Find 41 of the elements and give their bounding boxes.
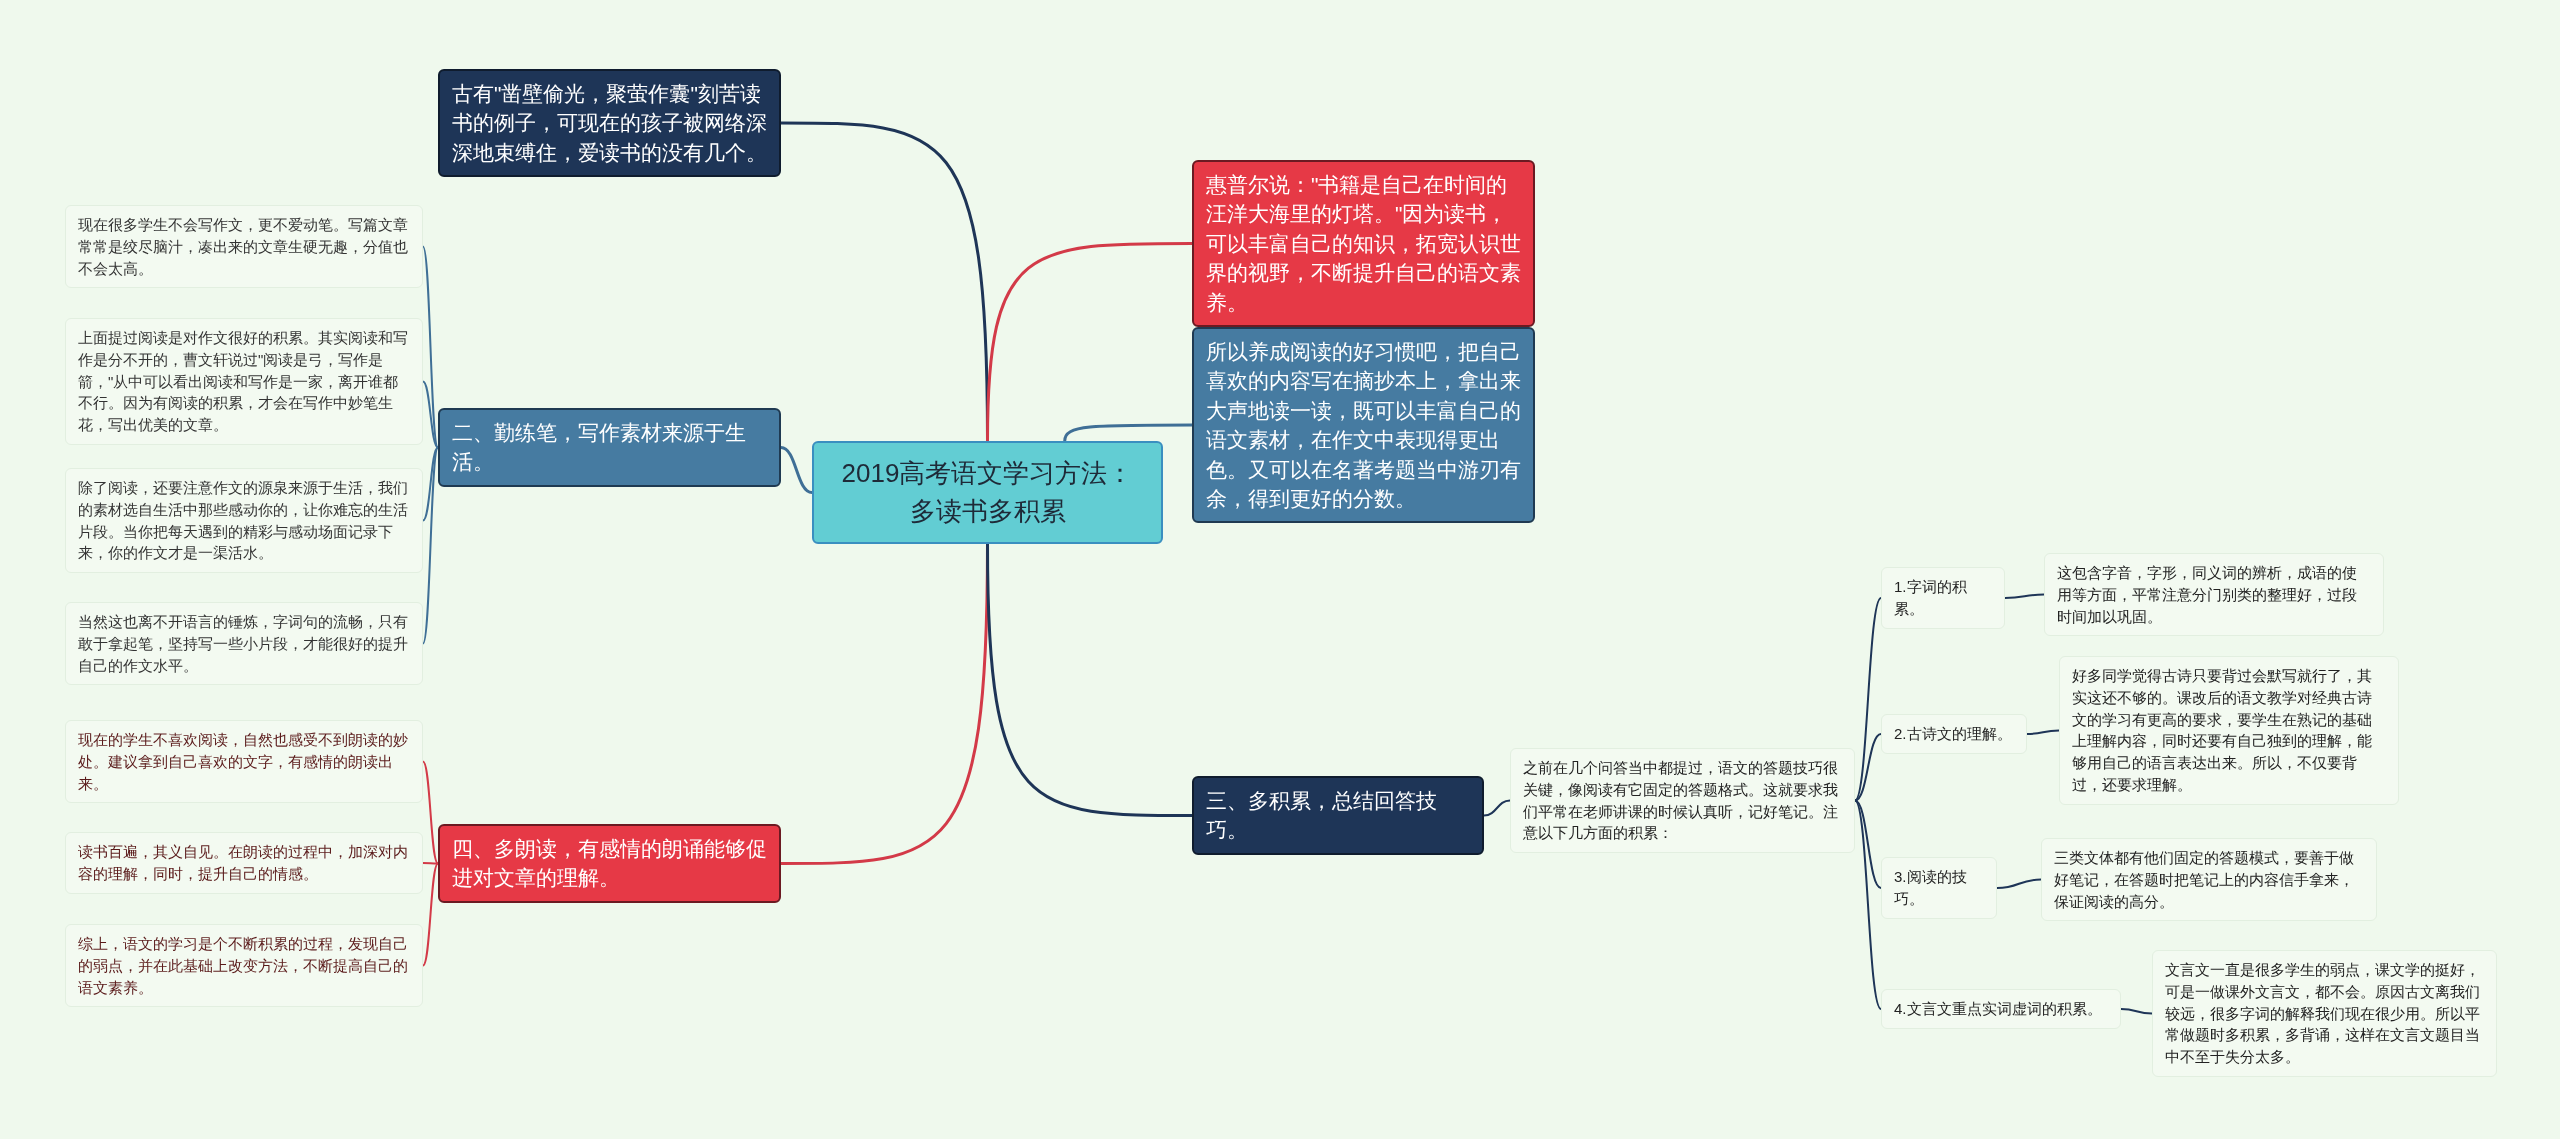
note-box: 之前在几个问答当中都提过，语文的答题技巧很关键，像阅读有它固定的答题格式。这就要求我们平常在老师讲课的时候认真听，记好笔记。注意以下几方面的积累：: [1510, 748, 1855, 853]
note-box: 现在的学生不喜欢阅读，自然也感受不到朗读的妙处。建议拿到自己喜欢的文字，有感情的朗读出来。: [65, 720, 423, 804]
connector-line: [2026, 729, 2060, 735]
note-box: 综上，语文的学习是个不断积累的过程，发现自己的弱点，并在此基础上改变方法，不断提高自己的语文素养。: [65, 924, 423, 1008]
connector-line: [2120, 1008, 2153, 1015]
connector-line: [422, 862, 439, 865]
connector-line: [1854, 733, 1882, 802]
topic-box: 四、多朗读，有感情的朗诵能够促进对文章的理解。: [438, 824, 781, 903]
connector-line: [1854, 597, 1882, 802]
connector-line: [1854, 799, 1882, 1010]
note-box: 这包含字音，字形，同义词的辨析，成语的使用等方面，平常注意分门别类的整理好，过段时间加以巩固。: [2044, 553, 2384, 637]
topic-box: 三、多积累，总结回答技巧。: [1192, 776, 1484, 855]
central-topic: 2019高考语文学习方法：多读书多积累: [812, 441, 1163, 545]
connector-line: [1996, 878, 2042, 889]
topic-box: 二、勤练笔，写作素材来源于生活。: [438, 408, 781, 487]
note-box: 现在很多学生不会写作文，更不爱动笔。写篇文章常常是绞尽脑汁，凑出来的文章生硬无趣，分值也不会太高。: [65, 205, 423, 289]
note-box: 三类文体都有他们固定的答题模式，要善于做好笔记，在答题时把笔记上的内容信手拿来，保证阅读的高分。: [2041, 838, 2377, 922]
note-box: 上面提过阅读是对作文很好的积累。其实阅读和写作是分不开的，曹文轩说过"阅读是弓，写作是箭，"从中可以看出阅读和写作是一家，离开谁都不行。因为有阅读的积累，才会在写作中妙笔生花，写出优美的文章。: [65, 318, 423, 445]
note-box: 除了阅读，还要注意作文的源泉来源于生活，我们的素材选自生活中那些感动你的，让你难忘的生活片段。当你把每天遇到的精彩与感动场面记录下来，你的作文才是一渠活水。: [65, 468, 423, 573]
note-box: 1.字词的积累。: [1881, 567, 2005, 629]
connector-line: [986, 242, 1192, 442]
connector-line: [2004, 593, 2045, 599]
note-box: 当然这也离不开语言的锤炼，字词句的流畅，只有敢于拿起笔，坚持写一些小片段，才能很好的提升自己的作文水平。: [65, 602, 423, 686]
note-box: 好多同学觉得古诗只要背过会默写就行了，其实这还不够的。课改后的语文教学对经典古诗文的学习有更高的要求，要学生在熟记的基础上理解内容，同时还要有自己独到的理解，能够用自己的语言表达出来。所以，不仅要背过，还要求理解。: [2059, 656, 2399, 805]
connector-line: [1063, 423, 1192, 442]
note-box: 读书百遍，其义自见。在朗读的过程中，加深对内容的理解，同时，提升自己的情感。: [65, 832, 423, 894]
connector-line: [986, 543, 1192, 817]
topic-box: 惠普尔说："书籍是自己在时间的汪洋大海里的灯塔。"因为读书，可以丰富自己的知识，拓宽认识世界的视野，不断提升自己的语文素养。: [1192, 160, 1535, 327]
note-box: 2.古诗文的理解。: [1881, 714, 2027, 754]
connector-line: [422, 862, 439, 967]
note-box: 3.阅读的技巧。: [1881, 857, 1997, 919]
connector-line: [1483, 799, 1511, 817]
connector-line: [1854, 799, 1882, 889]
topic-box: 古有"凿壁偷光，聚萤作囊"刻苦读书的例子，可现在的孩子被网络深深地束缚住，爱读书的没有几个。: [438, 69, 781, 178]
note-box: 4.文言文重点实词虚词的积累。: [1881, 989, 2121, 1029]
connector-line: [422, 760, 439, 865]
topic-box: 所以养成阅读的好习惯吧，把自己喜欢的内容写在摘抄本上，拿出来大声地读一读，既可以丰富自己的语文素材，在作文中表现得更出色。又可以在名著考题当中游刃有余，得到更好的分数。: [1192, 327, 1535, 524]
note-box: 文言文一直是很多学生的弱点，课文学的挺好，可是一做课外文言文，都不会。原因古文离我们较远，很多字词的解释我们现在很少用。所以平常做题时多积累，多背诵，这样在文言文题目当中不至于失分太多。: [2152, 950, 2497, 1077]
connector-line: [422, 446, 439, 522]
connector-line: [780, 446, 813, 494]
connector-line: [422, 380, 439, 449]
